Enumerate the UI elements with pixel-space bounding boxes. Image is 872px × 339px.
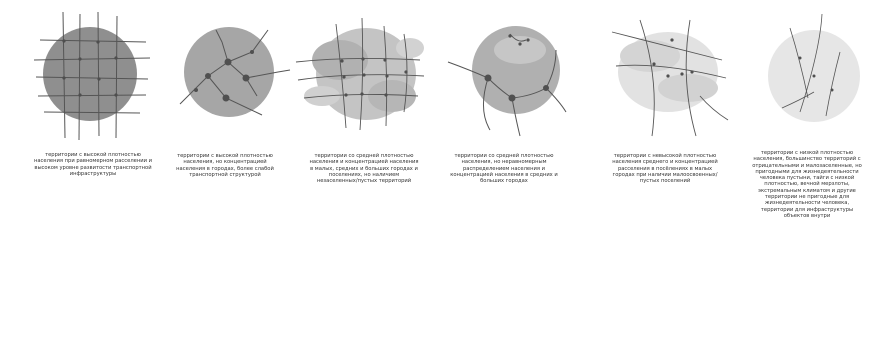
panel-4-caption: территории со средней плотностью населен… [445,153,563,184]
panel-4-graphic [448,26,566,136]
panel-2-graphic [180,27,290,117]
panel-6-graphic [768,14,860,122]
panel-3-caption: территории со средней плотностью населен… [308,153,420,184]
panel-5-graphic [612,20,728,136]
panel-5-caption: территории с невысокой плотностью населе… [612,153,718,184]
panel-6-caption: территории с низкой плотностью населения… [752,150,862,219]
panel-1-graphic [34,12,150,140]
panel-3-graphic [296,18,424,130]
panel-2-caption: территории с высокой плотностью населени… [170,153,280,178]
panel-1-caption: территории с высокой плотностью населени… [30,152,156,177]
